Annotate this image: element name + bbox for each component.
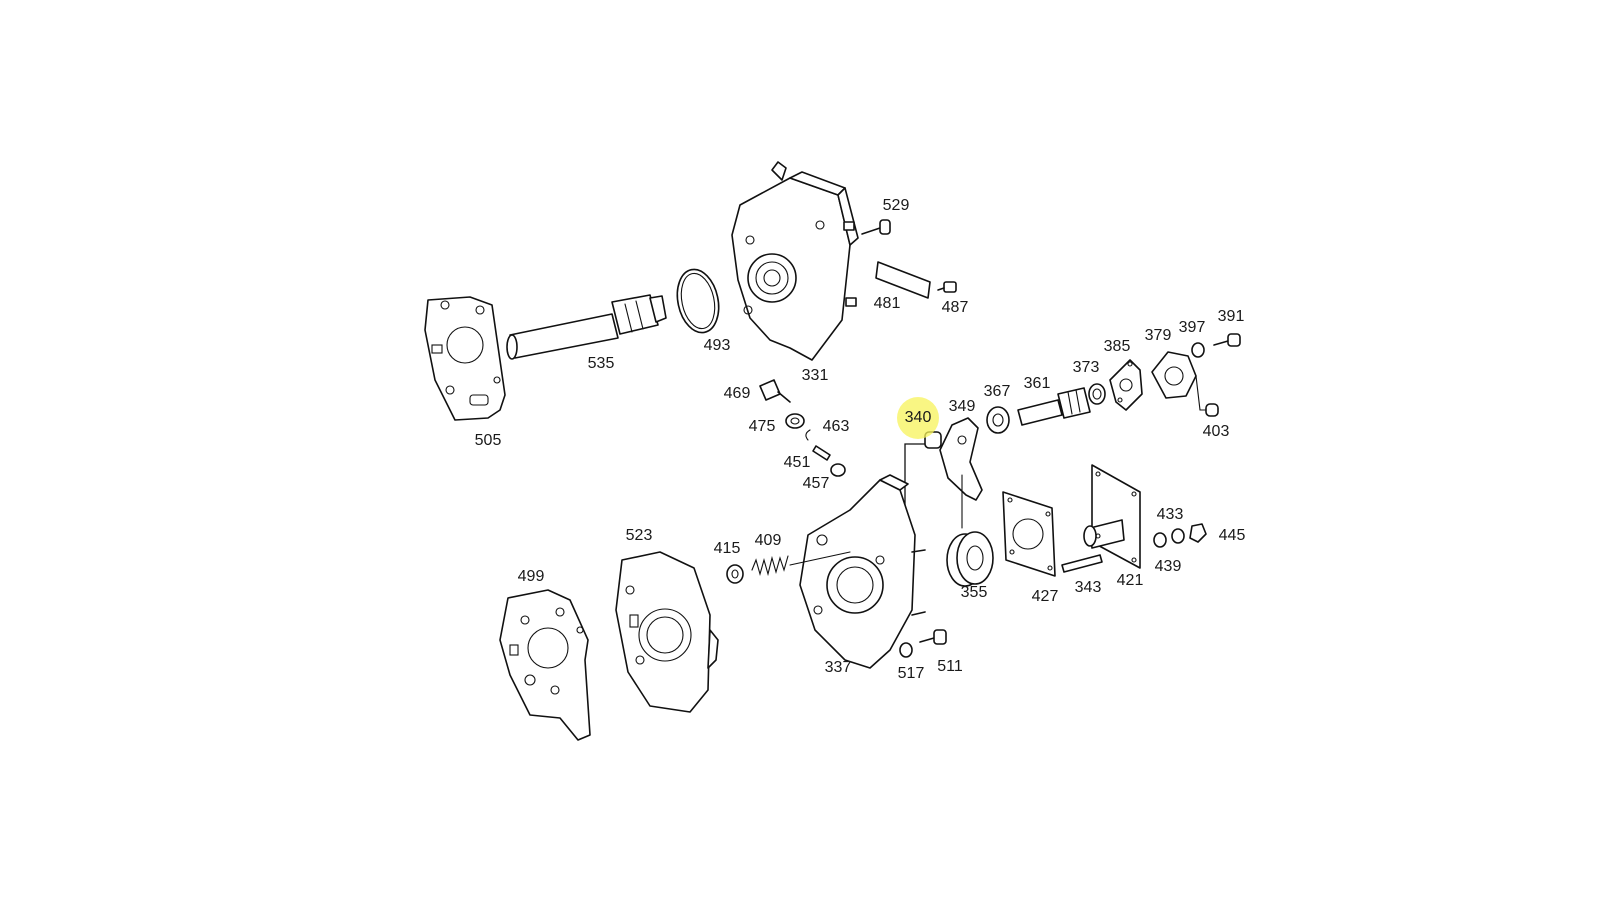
- part-343-stud[interactable]: [1061, 554, 1103, 573]
- callout-343[interactable]: 343: [1075, 579, 1102, 596]
- callout-409[interactable]: 409: [755, 532, 782, 549]
- part-523-plate[interactable]: [615, 551, 719, 713]
- callout-463[interactable]: 463: [823, 418, 850, 435]
- part-499-gasket[interactable]: [499, 589, 591, 741]
- part-511-bolt[interactable]: [919, 629, 947, 645]
- callout-373[interactable]: 373: [1073, 359, 1100, 376]
- part-391-bolt[interactable]: [1213, 333, 1241, 347]
- part-469-fitting[interactable]: [759, 379, 791, 403]
- part-517-washer[interactable]: [899, 642, 913, 658]
- callout-517[interactable]: 517: [898, 665, 925, 682]
- callout-361[interactable]: 361: [1024, 375, 1051, 392]
- part-487-screw[interactable]: [937, 281, 957, 293]
- callout-385[interactable]: 385: [1104, 338, 1131, 355]
- part-445-nut[interactable]: [1189, 523, 1207, 543]
- part-475-washer[interactable]: [785, 413, 805, 429]
- callout-493[interactable]: 493: [704, 337, 731, 354]
- part-451-pin[interactable]: [812, 445, 831, 461]
- callout-523[interactable]: 523: [626, 527, 653, 544]
- callout-475[interactable]: 475: [749, 418, 776, 435]
- part-385-flange[interactable]: [1109, 359, 1143, 411]
- callout-511[interactable]: 511: [937, 658, 963, 675]
- part-373-seal[interactable]: [1088, 383, 1106, 405]
- callout-337[interactable]: 337: [825, 659, 852, 676]
- part-379-cover[interactable]: [1151, 351, 1207, 411]
- callout-397[interactable]: 397: [1179, 319, 1206, 336]
- part-493-oring[interactable]: [672, 266, 724, 337]
- highlight-marker: [897, 397, 939, 439]
- part-505-gasket[interactable]: [424, 296, 506, 421]
- callout-535[interactable]: 535: [588, 355, 615, 372]
- callout-529[interactable]: 529: [883, 197, 910, 214]
- callout-391[interactable]: 391: [1218, 308, 1245, 325]
- callout-331[interactable]: 331: [802, 367, 829, 384]
- part-349-lever[interactable]: [939, 417, 983, 529]
- callout-415[interactable]: 415: [714, 540, 741, 557]
- part-409-spring[interactable]: [751, 555, 789, 577]
- callout-340[interactable]: 340: [905, 409, 932, 426]
- part-415-bushing[interactable]: [726, 564, 744, 584]
- callout-379[interactable]: 379: [1145, 327, 1172, 344]
- part-337-housing[interactable]: [789, 474, 926, 669]
- part-331-housing[interactable]: [731, 161, 859, 361]
- callout-445[interactable]: 445: [1219, 527, 1246, 544]
- part-439-washer[interactable]: [1153, 532, 1167, 548]
- callout-433[interactable]: 433: [1157, 506, 1184, 523]
- part-535-shaft[interactable]: [506, 294, 667, 360]
- part-403-cap[interactable]: [1205, 403, 1219, 417]
- callout-349[interactable]: 349: [949, 398, 976, 415]
- callout-355[interactable]: 355: [961, 584, 988, 601]
- part-361-shaft[interactable]: [1017, 387, 1091, 426]
- part-457-ring[interactable]: [830, 463, 846, 477]
- callout-481[interactable]: 481: [874, 295, 901, 312]
- callout-451[interactable]: 451: [784, 454, 811, 471]
- part-397-washer[interactable]: [1191, 342, 1205, 358]
- part-463-clip[interactable]: [805, 429, 811, 441]
- callout-457[interactable]: 457: [803, 475, 830, 492]
- part-421-cover[interactable]: [1083, 464, 1141, 569]
- callout-499[interactable]: 499: [518, 568, 545, 585]
- callout-labels: 529 481 487 493 331 535 505 469 475 463 …: [475, 197, 1246, 682]
- part-367-bushing[interactable]: [986, 406, 1010, 434]
- callout-403[interactable]: 403: [1203, 423, 1230, 440]
- callout-421[interactable]: 421: [1117, 572, 1144, 589]
- callout-469[interactable]: 469: [724, 385, 751, 402]
- callout-439[interactable]: 439: [1155, 558, 1182, 575]
- callout-505[interactable]: 505: [475, 432, 502, 449]
- part-481-plate[interactable]: [875, 261, 931, 299]
- part-355-gear[interactable]: [946, 531, 994, 587]
- callout-427[interactable]: 427: [1032, 588, 1059, 605]
- part-427-gasket[interactable]: [1002, 491, 1056, 577]
- part-529-bolt[interactable]: [861, 219, 891, 235]
- part-433-nut[interactable]: [1171, 528, 1185, 544]
- callout-367[interactable]: 367: [984, 383, 1011, 400]
- callout-487[interactable]: 487: [942, 299, 969, 316]
